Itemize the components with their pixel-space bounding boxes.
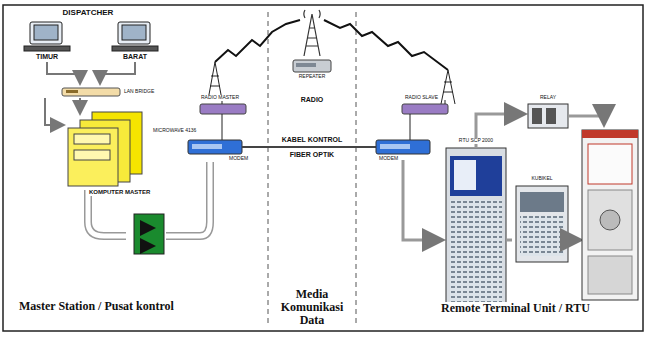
device-label: RADIO SLAVE bbox=[404, 95, 439, 101]
section-label: RADIO bbox=[300, 96, 325, 104]
section-title: Media Komunikasi Data bbox=[271, 288, 353, 328]
device-label: MODEM bbox=[228, 156, 249, 162]
device-label: RADIO MASTER bbox=[200, 95, 240, 101]
device-label: MODEM bbox=[378, 156, 399, 162]
device-label: REPEATER bbox=[298, 74, 327, 80]
device-label: RELAY bbox=[539, 95, 557, 101]
device-label: RTU SCP 2000 bbox=[458, 138, 494, 144]
cable-label: KABEL KONTROL bbox=[281, 136, 344, 144]
dispatcher-label: DISPATCHER bbox=[63, 9, 114, 18]
device-label: LAN BRIDGE bbox=[123, 89, 155, 95]
device-label: KUBIKEL bbox=[530, 176, 553, 182]
device-label: KOMPUTER MASTER bbox=[88, 189, 151, 196]
device-label: MICROWAVE 4136 bbox=[152, 128, 197, 134]
console-label: BARAT bbox=[123, 53, 147, 61]
section-title: Remote Terminal Unit / RTU bbox=[440, 302, 591, 315]
cable-label: FIBER OPTIK bbox=[289, 151, 335, 159]
console-label: TIMUR bbox=[36, 53, 58, 61]
section-title: Master Station / Pusat kontrol bbox=[18, 300, 175, 313]
